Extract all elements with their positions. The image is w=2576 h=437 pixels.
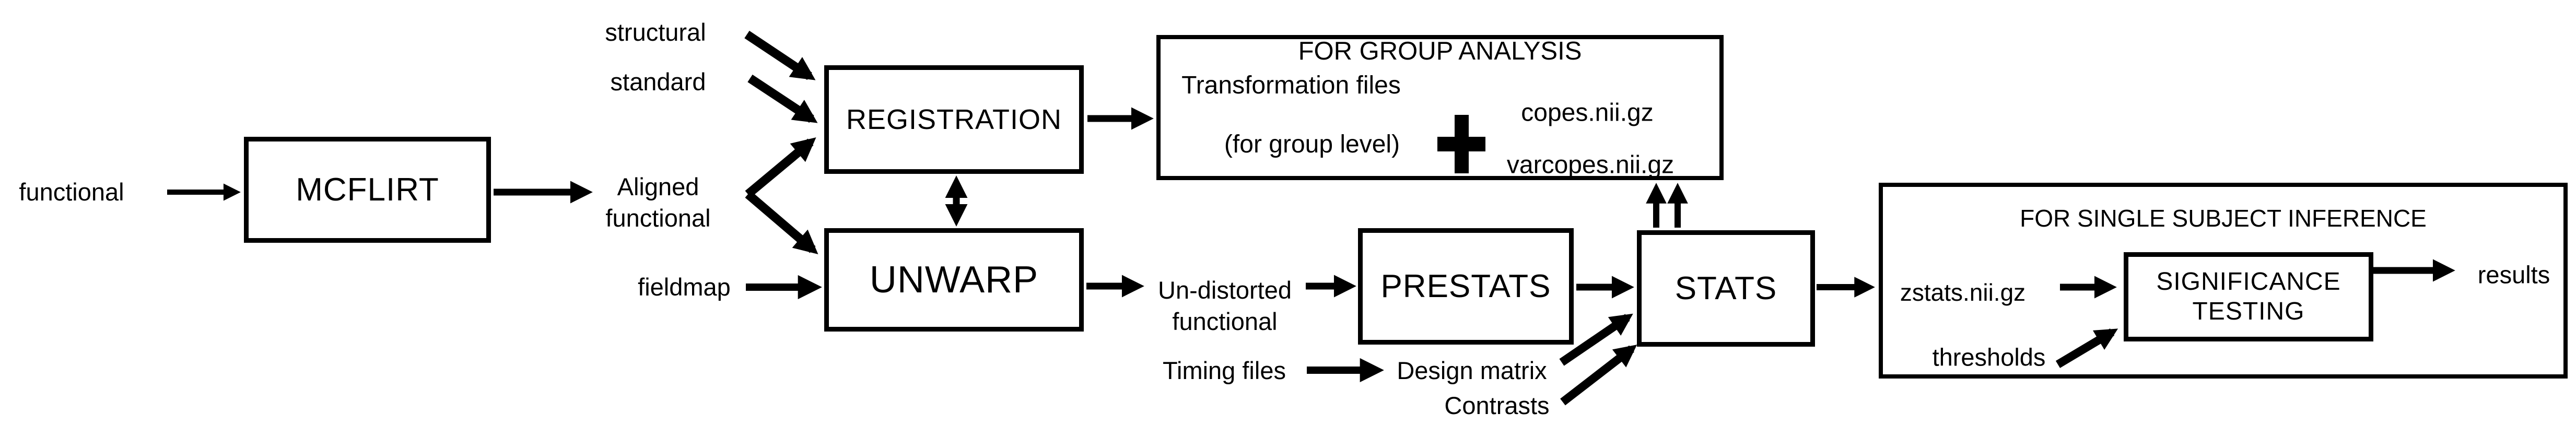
significance-line1: SIGNIFICANCE — [2156, 267, 2341, 296]
undistorted-line1: Un-distorted — [1158, 276, 1292, 304]
undistorted-line2: functional — [1172, 308, 1278, 335]
group-analysis-frame: FOR GROUP ANALYSIS Transformation files … — [1156, 35, 1724, 180]
thresholds-label: thresholds — [1932, 343, 2046, 371]
node-unwarp: UNWARP — [824, 228, 1084, 332]
arrow-aligned-to-registration — [745, 137, 816, 198]
arrow-structural-to-registration — [744, 30, 816, 80]
functional-input-label: functional — [19, 178, 124, 206]
plus-icon — [1437, 115, 1485, 173]
plus-icon-horizontal-bar — [1437, 137, 1485, 151]
significance-line2: TESTING — [2192, 297, 2305, 325]
design-matrix-label: Design matrix — [1397, 356, 1547, 384]
transformation-files-line2: (for group level) — [1224, 131, 1400, 159]
undistorted-functional-label: Un-distorted functional — [1158, 275, 1292, 337]
aligned-line2: functional — [605, 204, 711, 232]
arrow-thresholds-to-significance — [2055, 328, 2118, 368]
aligned-line1: Aligned — [617, 172, 699, 200]
arrow-standard-to-registration — [747, 74, 818, 123]
arrow-contrasts-to-stats — [1560, 345, 1637, 406]
node-significance-label: SIGNIFICANCE TESTING — [2156, 267, 2340, 326]
copes-label: copes.nii.gz — [1521, 99, 1654, 127]
arrow-aligned-to-unwarp — [745, 191, 818, 254]
node-prestats-label: PRESTATS — [1380, 268, 1551, 304]
varcopes-label: varcopes.nii.gz — [1506, 151, 1675, 179]
node-prestats: PRESTATS — [1358, 228, 1574, 345]
group-analysis-title: FOR GROUP ANALYSIS — [1298, 37, 1582, 65]
standard-label: standard — [610, 67, 706, 96]
contrasts-label: Contrasts — [1444, 391, 1550, 419]
aligned-functional-label: Aligned functional — [605, 171, 710, 234]
structural-label: structural — [605, 18, 706, 46]
zstats-label: zstats.nii.gz — [1900, 279, 2026, 306]
node-registration-label: REGISTRATION — [846, 104, 1062, 135]
node-unwarp-label: UNWARP — [869, 259, 1039, 301]
node-mcflirt-label: MCFLIRT — [296, 172, 439, 208]
timing-files-label: Timing files — [1163, 356, 1286, 384]
single-subject-frame: FOR SINGLE SUBJECT INFERENCE zstats.nii.… — [1879, 183, 2568, 379]
arrow-design-matrix-to-stats — [1559, 313, 1633, 366]
node-mcflirt: MCFLIRT — [244, 137, 491, 243]
node-significance-testing: SIGNIFICANCE TESTING — [2124, 252, 2373, 341]
node-stats-label: STATS — [1675, 270, 1777, 306]
transformation-files-line1: Transformation files — [1181, 72, 1401, 100]
results-label: results — [2477, 261, 2550, 289]
node-registration: REGISTRATION — [824, 65, 1084, 174]
fieldmap-label: fieldmap — [638, 273, 731, 301]
single-subject-title: FOR SINGLE SUBJECT INFERENCE — [2020, 205, 2427, 232]
node-stats: STATS — [1637, 230, 1815, 347]
transformation-files-label: Transformation files (for group level) — [1181, 71, 1401, 160]
